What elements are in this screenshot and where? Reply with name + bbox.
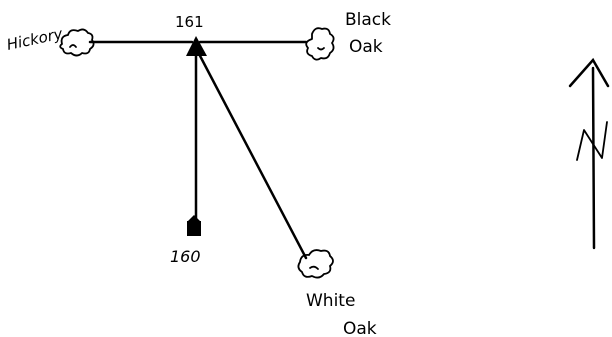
white-oak-label-line2: Oak — [343, 319, 377, 337]
hickory-tree-icon — [59, 28, 95, 57]
north-arrow-shaft — [591, 66, 596, 250]
black-oak-label-line2: Oak — [349, 37, 383, 57]
hickory-tree-detail — [69, 44, 77, 48]
north-arrow-n-glyph — [576, 121, 608, 161]
corner-160-marker — [187, 221, 201, 236]
black-oak-tree-detail — [317, 47, 325, 51]
hickory-label: Hickory — [5, 24, 65, 54]
corner-160-marker-top — [188, 215, 200, 221]
corner-160-label: 160 — [170, 247, 201, 266]
black-oak-tree-icon — [305, 27, 335, 61]
white-oak-label-line1: White — [306, 291, 355, 311]
white-oak-tree-icon — [297, 249, 334, 279]
corner-161-marker — [186, 36, 207, 56]
white-oak-tree-detail — [309, 265, 319, 270]
line-to-white-oak — [196, 50, 308, 260]
corner-161-label: 161 — [175, 13, 204, 31]
north-arrow-head-icon — [568, 57, 610, 88]
black-oak-label-line1: Black — [345, 10, 391, 30]
